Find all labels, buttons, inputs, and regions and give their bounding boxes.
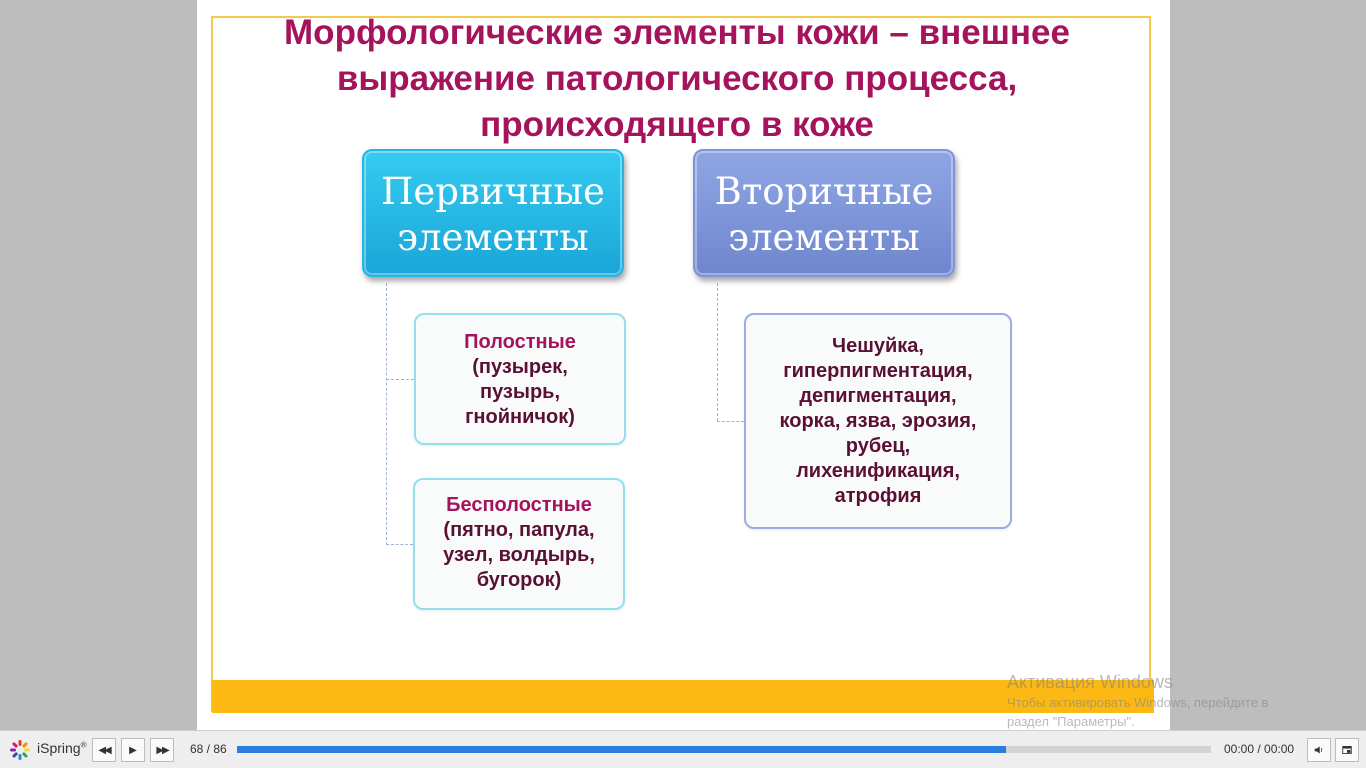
noncavity-elements-box: Бесполостные (пятно, папула, узел, волды…: [413, 478, 625, 610]
volume-icon: [1314, 746, 1323, 754]
noncavity-heading: Бесполостные: [446, 494, 592, 516]
secondary-list-line: депигментация,: [799, 385, 957, 407]
title-line: выражение патологического процесса,: [336, 59, 1018, 98]
progress-fill: [237, 746, 1007, 753]
primary-elements-line: элементы: [397, 216, 589, 259]
connector-primary-cavity: [386, 379, 414, 380]
window-mode-button[interactable]: [1335, 738, 1359, 762]
noncavity-line: бугорок): [476, 569, 562, 591]
connector-primary-vertical: [386, 283, 387, 545]
slide-counter: 68 / 86: [190, 742, 227, 756]
window-mode-icon: [1342, 746, 1352, 754]
volume-button[interactable]: [1307, 738, 1331, 762]
secondary-elements-list-box: Чешуйка, гиперпигментация, депигментация…: [744, 313, 1012, 529]
slide-title: Морфологические элементы кожи – внешнее …: [217, 10, 1137, 148]
ispring-logo-text: iSpring®: [37, 740, 87, 756]
cavity-line: гнойничок): [465, 406, 575, 428]
progress-slider[interactable]: [237, 746, 1211, 753]
cavity-elements-box: Полостные (пузырек, пузырь, гнойничок): [414, 313, 626, 445]
watermark-line: Чтобы активировать Windows, перейдите в: [1007, 695, 1269, 710]
title-line: происходящего в коже: [480, 105, 874, 144]
next-slide-button[interactable]: ▶▶: [150, 738, 174, 762]
secondary-list-line: атрофия: [834, 485, 922, 507]
cavity-line: (пузырек,: [472, 356, 568, 378]
primary-elements-line: Первичные: [381, 170, 605, 213]
cavity-heading: Полостные: [464, 331, 576, 353]
secondary-list-line: гиперпигментация,: [783, 360, 973, 382]
ispring-logo-name: iSpring: [37, 740, 81, 756]
rewind-icon: ◀◀: [98, 744, 111, 756]
play-button[interactable]: ▶: [121, 738, 145, 762]
connector-secondary-list: [717, 421, 744, 422]
secondary-elements-box: Вторичные элементы: [693, 149, 955, 277]
ispring-logo-mark: ®: [80, 740, 87, 750]
time-readout: 00:00 / 00:00: [1224, 742, 1295, 756]
title-line: Морфологические элементы кожи – внешнее: [284, 13, 1070, 52]
secondary-list-line: рубец,: [845, 435, 911, 457]
noncavity-line: узел, волдырь,: [443, 544, 595, 566]
watermark-line: раздел "Параметры".: [1007, 714, 1135, 729]
fast-forward-icon: ▶▶: [156, 744, 169, 756]
secondary-list-line: корка, язва, эрозия,: [779, 410, 977, 432]
primary-elements-box: Первичные элементы: [362, 149, 624, 277]
windows-activation-watermark: Активация Windows Чтобы активировать Win…: [1007, 671, 1268, 731]
slide-accent-bar: [212, 680, 1154, 713]
secondary-list-line: лихенификация,: [796, 460, 960, 482]
previous-slide-button[interactable]: ◀◀: [92, 738, 116, 762]
secondary-elements-line: элементы: [728, 216, 920, 259]
slide-canvas: Морфологические элементы кожи – внешнее …: [197, 0, 1170, 730]
connector-primary-noncavity: [386, 544, 413, 545]
watermark-title: Активация Windows: [1007, 672, 1173, 692]
secondary-list-line: Чешуйка,: [832, 335, 924, 357]
noncavity-line: (пятно, папула,: [443, 519, 595, 541]
player-control-bar: iSpring® ◀◀ ▶ ▶▶ 68 / 86 00:00 / 00:00: [0, 730, 1366, 768]
secondary-elements-line: Вторичные: [714, 170, 934, 213]
play-icon: ▶: [129, 744, 137, 756]
ispring-logo-icon: [10, 740, 30, 760]
connector-secondary-vertical: [717, 283, 718, 421]
cavity-line: пузырь,: [479, 381, 561, 403]
